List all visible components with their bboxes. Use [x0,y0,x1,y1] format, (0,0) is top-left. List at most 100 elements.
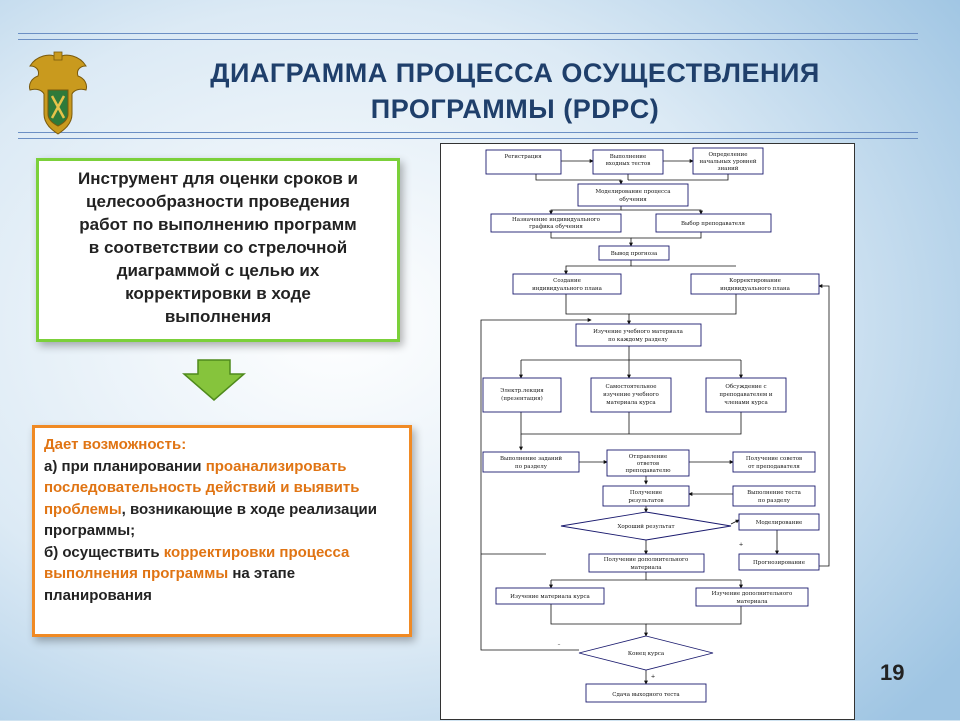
flowchart-node: Выполнение входных тестов [592,149,664,175]
node-label: Моделирование [756,520,803,526]
yes-label: + [651,674,656,680]
node-label: индивидуального плана [532,286,603,292]
node-label: начальных уровней [700,159,757,165]
node-label: материала курса [606,400,656,406]
node-label: Определение [709,152,748,158]
flow-connectors [480,159,830,685]
flowchart-node: Изучение материала курса [495,587,605,605]
node-label: Получение советов [746,456,802,462]
flowchart-node: Создание индивидуального плана [512,273,622,295]
page-title: ДИАГРАММА ПРОЦЕССА ОСУЩЕСТВЛЕНИЯ ПРОГРАМ… [100,55,930,127]
description-line: Инструмент для оценки сроков и [78,169,358,188]
node-label: изучение учебного [603,391,659,398]
opportunity-a-suffix: , возникающие в ходе реализации программ… [44,500,377,540]
title-line-1: ДИАГРАММА ПРОЦЕССА ОСУЩЕСТВЛЕНИЯ [210,58,820,88]
pdpc-flowchart: Регистрация Выполнение входных тестов Оп… [440,143,855,720]
description-line: целесообразности проведения [86,192,350,211]
flowchart-decision: Хороший результат [560,511,732,541]
node-label: Моделирование процесса [595,189,671,195]
node-label: Обсуждение с [725,383,766,390]
flowchart-node: Вывод прогноза [598,245,670,261]
flowchart-node: Изучение дополнительного материала [695,587,809,607]
opportunities-box: Дает возможность: а) при планировании пр… [32,425,412,637]
flowchart-decision: Конец курса [578,635,714,671]
customs-emblem-icon [29,51,87,135]
flowchart-node: Изучение учебного материала по каждому р… [575,323,702,347]
description-line: работ по выполнению программ [79,215,357,234]
yes-label: + [739,542,744,548]
node-label: индивидуального плана [720,286,791,292]
arrow-down-icon [182,359,246,401]
node-label: Изучение материала курса [510,594,590,600]
flowchart-node: Электр.лекция (презентация) [482,377,562,413]
node-label: (презентация) [501,395,543,402]
node-label: по разделу [515,464,548,470]
opportunity-b-highlight: корректировки процесса выполнения програ… [44,543,350,583]
node-label: знаний [718,166,739,172]
node-label: обучения [619,196,647,203]
node-label: Регистрация [504,154,542,160]
flowchart-node: Моделирование процесса обучения [577,183,689,207]
flowchart-node: Самостоятельное изучение учебного матери… [590,377,672,413]
node-label: Назначение индивидуального [512,217,601,223]
flowchart-node: Выполнение заданий по разделу [482,451,580,473]
node-label: материала [630,565,662,571]
description-box: Инструмент для оценки сроков и целесообр… [36,158,400,342]
description-line: выполнения [164,307,272,326]
flowchart-node: Моделирование [738,513,820,531]
node-label: Получение [630,490,662,496]
opportunity-b-prefix: б) осуществить [44,543,164,561]
flowchart-node: Прогнозирование [738,553,820,571]
flowchart-node: Назначение индивидуального графика обуче… [490,213,622,233]
description-line: в соответствии со стрелочной [88,238,348,257]
opportunity-a: а) при планировании проанализировать пос… [44,456,400,542]
node-label: Изучение дополнительного [712,591,793,597]
header-rule-top-2 [18,39,918,40]
opportunity-a-highlight: проанализировать последовательность дейс… [44,457,360,518]
node-label: Выполнение заданий [500,456,562,462]
node-label: Корректирование [729,278,781,284]
node-label: графика обучения [529,223,583,230]
opportunity-b-suffix: на этапе планирования [44,565,296,604]
description-line: корректировки в ходе [125,284,311,303]
flowchart-node: Определение начальных уровней знаний [692,147,764,175]
node-label: Создание [553,278,581,284]
flowchart-node: Обсуждение с преподавателем и членами ку… [705,377,787,413]
description-line: диаграммой с целью их [116,261,320,280]
flowchart-node: Получение результатов [602,485,690,507]
node-label: Конец курса [628,651,665,657]
node-label: результатов [628,498,663,504]
node-label: по каждому разделу [608,337,668,343]
node-label: Электр.лекция [500,388,544,394]
node-label: материала [736,599,768,605]
opportunity-b: б) осуществить корректировки процесса вы… [44,542,400,607]
flowchart-node: Выбор преподавателя [655,213,772,233]
node-label: преподавателю [625,468,670,474]
node-label: преподавателем и [719,392,773,398]
node-label: Изучение учебного материала [593,328,683,335]
page-number: 19 [880,660,905,685]
node-label: Выполнение теста [747,490,802,496]
node-label: Выбор преподавателя [681,220,746,227]
node-label: Хороший результат [617,524,674,530]
no-label: – [558,642,561,648]
node-label: Сдача выходного теста [612,692,680,698]
flowchart-node: Отправление ответов преподавателю [606,449,690,477]
opportunities-heading: Дает возможность: [44,436,187,453]
node-label: членами курса [724,400,768,406]
node-label: Получение дополнительного [604,557,689,563]
node-label: Отправление [629,454,667,460]
node-label: от преподавателя [748,464,800,470]
header-rule-bottom [18,132,918,133]
opportunity-a-prefix: а) при планировании [44,457,206,475]
flowchart-canvas: Регистрация Выполнение входных тестов Оп… [480,147,830,703]
flowchart-node: Сдача выходного теста [585,683,707,703]
node-label: входных тестов [606,161,651,167]
node-label: Вывод прогноза [611,251,658,257]
flowchart-node: Получение дополнительного материала [588,553,705,573]
node-label: Самостоятельное [606,384,657,390]
flowchart-node: Корректирование индивидуального плана [690,273,820,295]
node-label: Выполнение [610,154,646,160]
header-rule-top [18,33,918,34]
node-label: по разделу [758,498,791,504]
